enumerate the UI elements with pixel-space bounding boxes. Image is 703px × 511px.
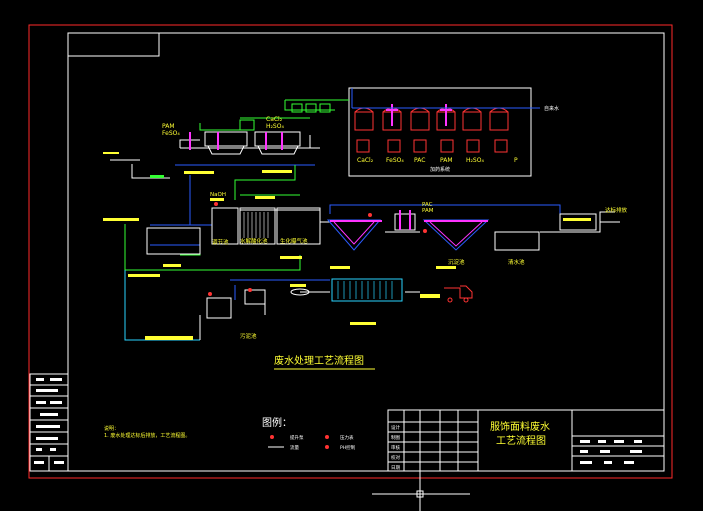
project-title-line1: 服饰面料废水 <box>490 420 550 433</box>
label-hydrolysis: 水解酸化池 <box>240 237 268 245</box>
title-row-0: 设计 <box>391 424 400 431</box>
dosing-tanks-top-row <box>351 88 540 131</box>
dosing-tanks-bottom-row <box>356 139 508 153</box>
dosing-label-5: P <box>514 157 518 164</box>
title-block <box>387 409 665 472</box>
left-title-strip <box>29 373 69 472</box>
notes-heading: 说明： <box>104 425 119 432</box>
title-block-right-marks <box>580 440 642 464</box>
chem-top-0: CaCl₂ <box>266 116 283 123</box>
legend-title: 图例： <box>262 416 292 429</box>
chem-left-0: PAM <box>162 123 175 130</box>
label-settling: 沉淀池 <box>448 258 465 266</box>
pretreatment-chem-labels: PAM FeSO₄ CaCl₂ H₂SO₄ <box>162 116 284 137</box>
dosing-label-0: CaCl₂ <box>357 157 374 164</box>
main-line-labels: 调节池 水解酸化池 生化曝气池 沉淀池 清水池 达标排放 NaOH PAC PA… <box>210 192 628 266</box>
main-line-tanks <box>103 196 597 269</box>
drawing-frame <box>67 32 665 472</box>
legend-item-1: 压力表 <box>340 434 354 441</box>
notes-line1: 1. 废水处理达标后排放，工艺流程图。 <box>104 432 190 439</box>
legend-item-2: 流量 <box>290 444 299 451</box>
chem-left-1: FeSO₄ <box>162 130 180 137</box>
dosing-system-label: 加药系统 <box>430 166 450 173</box>
main-line-pipes <box>124 194 620 271</box>
chem-mid-1: PAM <box>422 208 434 214</box>
crosshair-cursor <box>372 470 470 511</box>
left-strip-marks <box>34 378 64 464</box>
label-aeration: 生化曝气池 <box>280 237 308 245</box>
dosing-label-2: PAC <box>414 157 425 164</box>
title-row-4: 日期 <box>391 465 400 471</box>
legend-item-0: 提升泵 <box>290 434 304 441</box>
label-discharge-top: 达标排放 <box>605 206 628 214</box>
project-title-line2: 工艺流程图 <box>496 434 546 447</box>
legend-items: 提升泵 流量 压力表 PH控制 <box>268 434 356 451</box>
corner-box <box>67 32 160 57</box>
title-row-1: 制图 <box>391 434 400 441</box>
sludge-equipment <box>128 256 473 340</box>
dosing-label-4: H₂SO₄ <box>466 157 484 164</box>
dosing-label-1: FeSO₄ <box>386 157 404 164</box>
label-regulating: 调节池 <box>212 238 229 246</box>
tap-water-label: 自来水 <box>544 105 559 112</box>
chem-top-1: H₂SO₄ <box>266 123 284 130</box>
dosing-system-box <box>348 87 532 177</box>
title-row-3: 校对 <box>391 454 400 461</box>
label-sludge-tank: 污泥池 <box>240 332 257 340</box>
dosing-tank-labels: CaCl₂ FeSO₄ PAC PAM H₂SO₄ P <box>357 157 518 164</box>
label-clear-water: 清水池 <box>508 258 525 266</box>
diagram-title: 废水处理工艺流程图 <box>274 354 364 367</box>
dosing-label-3: PAM <box>440 157 453 164</box>
sludge-pipes <box>124 255 420 341</box>
chem-mid-0: PAC <box>422 202 433 208</box>
legend-item-3: PH控制 <box>340 444 356 451</box>
pretreatment-pipes <box>110 99 349 226</box>
pretreatment-equipment <box>103 103 331 178</box>
label-naoh: NaOH <box>210 192 226 198</box>
outer-border <box>28 24 673 479</box>
title-row-2: 审核 <box>391 444 400 451</box>
title-block-rows: 设计 制图 审核 校对 日期 <box>391 424 400 471</box>
